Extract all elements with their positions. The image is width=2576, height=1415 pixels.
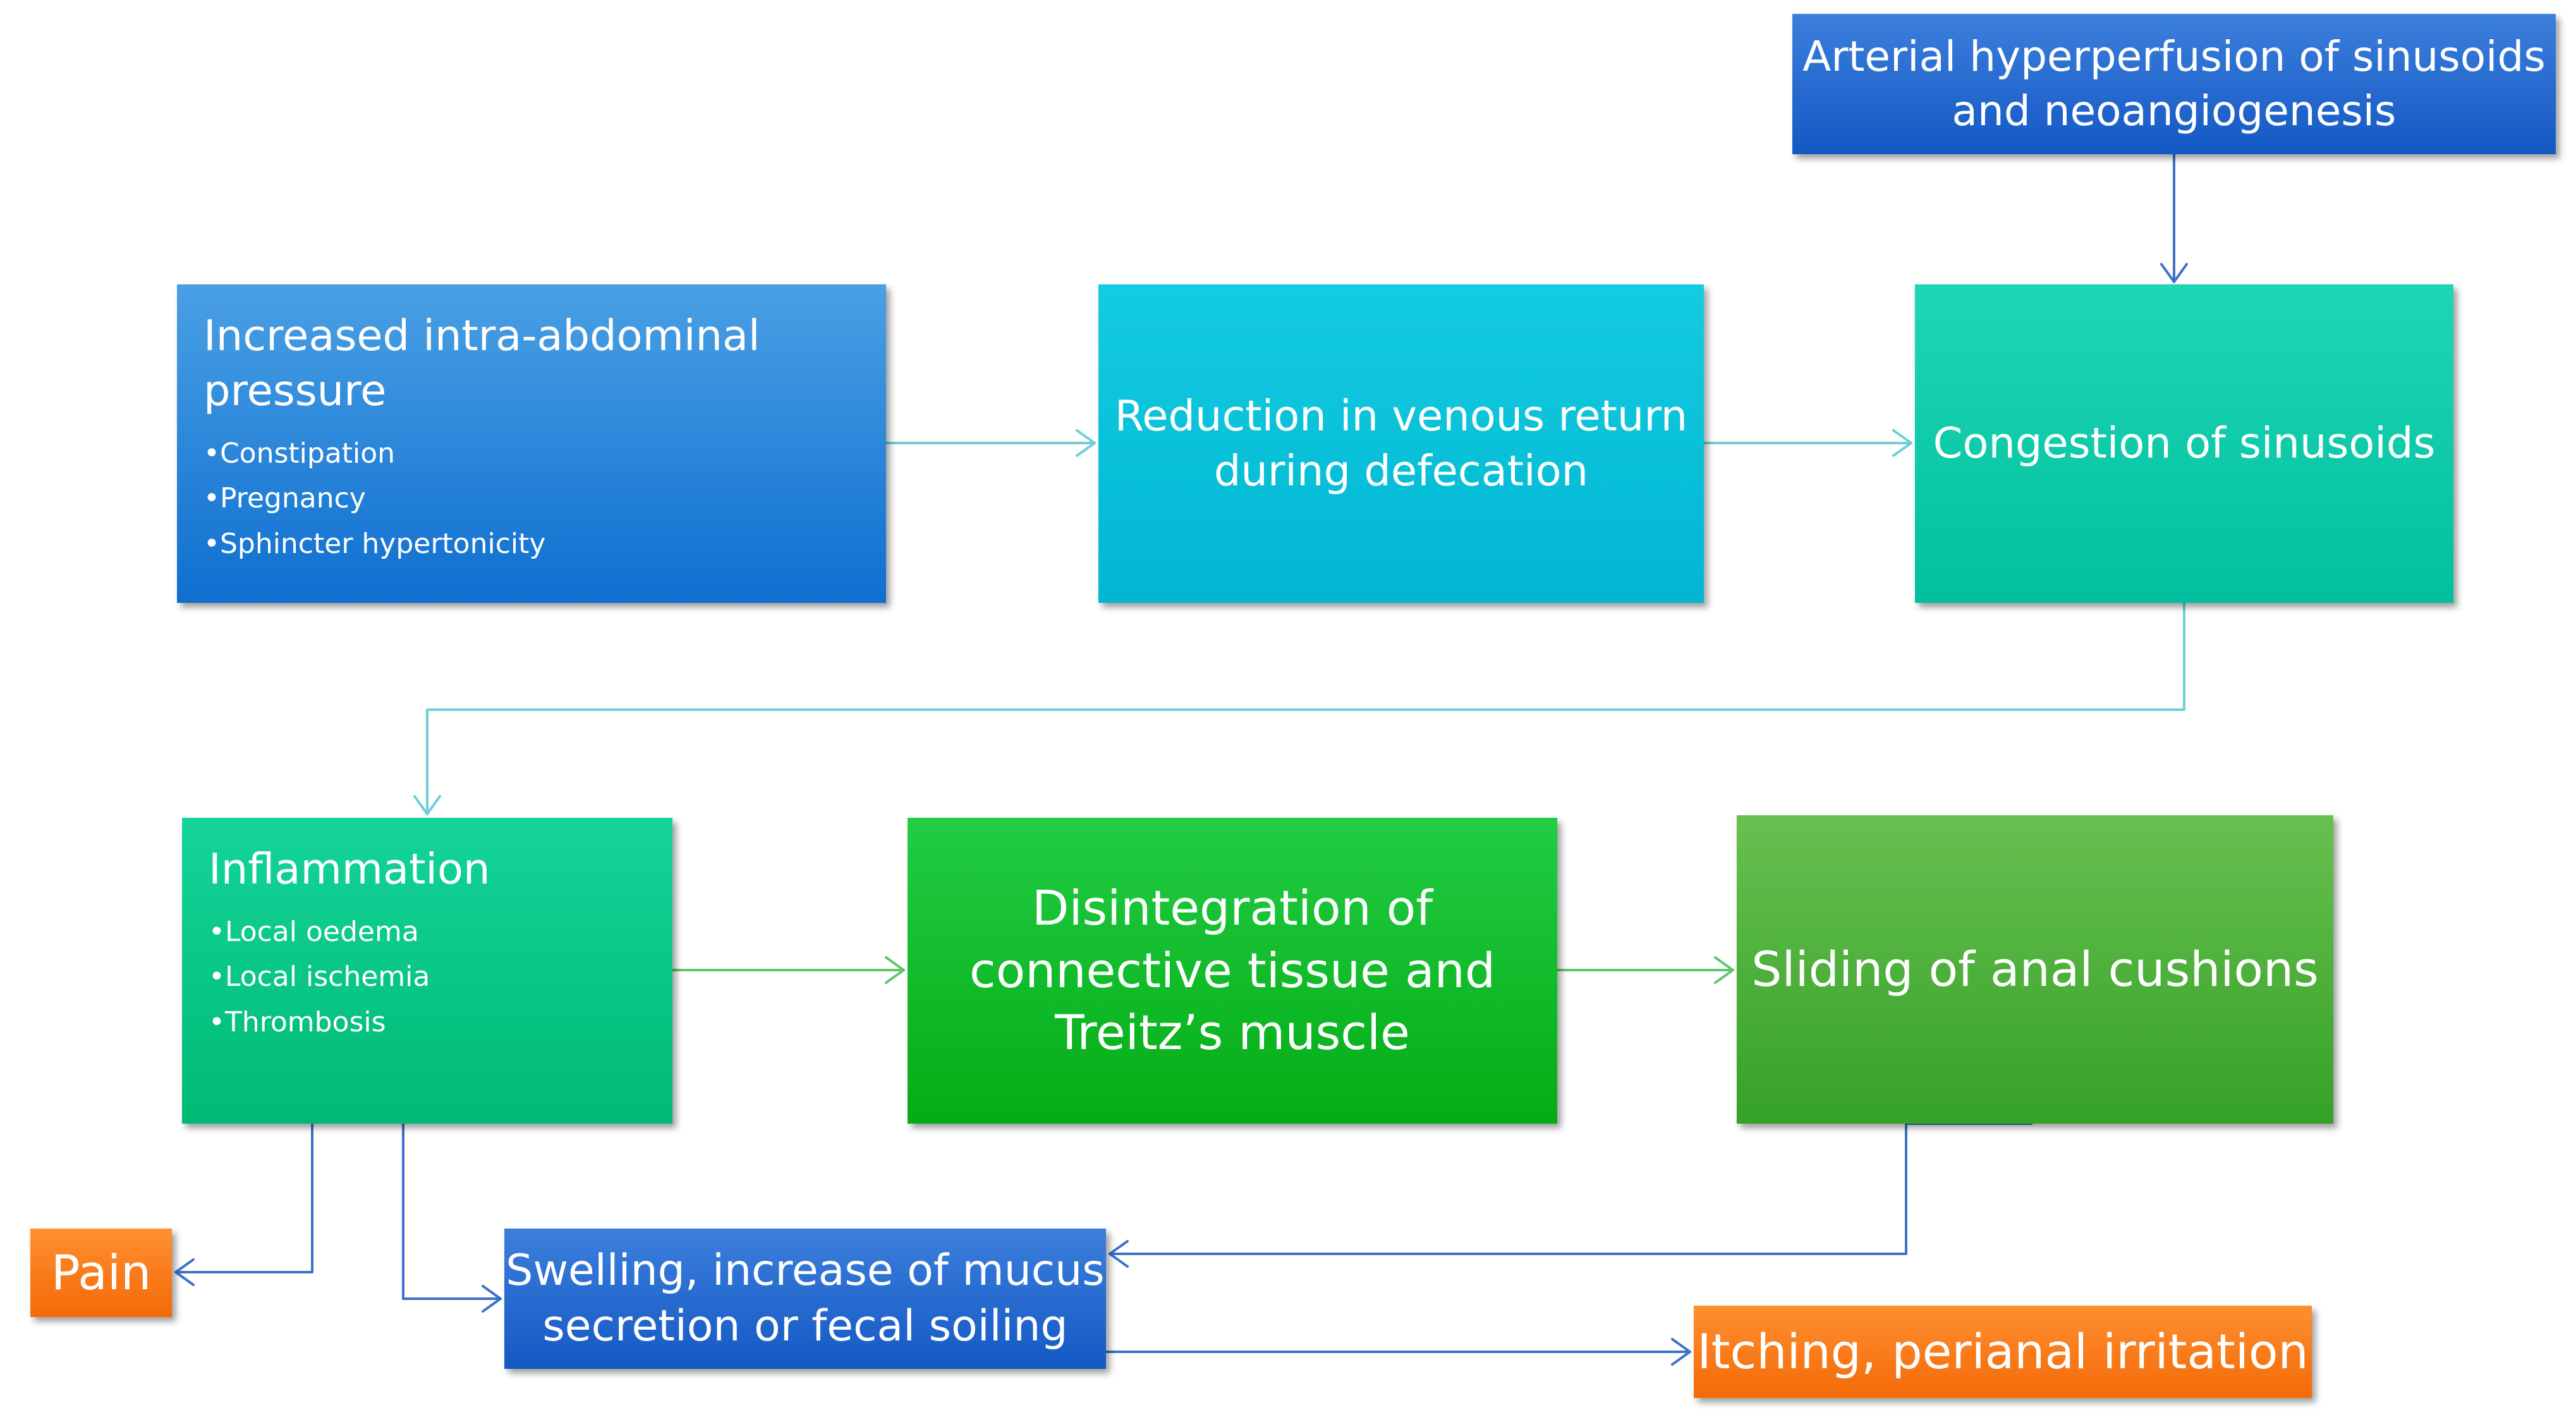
pain-box: Pain [30, 1229, 172, 1317]
itching-box: Itching, perianal irritation [1694, 1306, 2312, 1398]
arrow-congestion-to-inflammation [413, 602, 2185, 815]
venous-return-text: Reduction in venous return during defeca… [1114, 391, 1688, 495]
disintegration-box: Disintegration of connective tissue and … [908, 818, 1557, 1124]
sliding-anal-cushions-text: Sliding of anal cushions [1751, 940, 2319, 997]
cause-sphincter-hypertonicity: •Sphincter hypertonicity [204, 527, 546, 560]
arrow-sliding-to-swelling [1109, 1122, 2032, 1268]
arrow-inflammation-to-disintegration [671, 956, 905, 984]
arrow-inflammation-to-swelling [402, 1122, 502, 1313]
intra-abdominal-pressure-title: Increased intra-abdominal pressure [204, 311, 760, 416]
arrow-swelling-to-itching [1105, 1338, 1691, 1366]
intra-abdominal-pressure-causes: •Constipation •Pregnancy •Sphincter hype… [204, 431, 545, 566]
cause-constipation: •Constipation [204, 437, 396, 470]
intra-abdominal-pressure-box: Increased intra-abdominal pressure •Cons… [177, 284, 886, 603]
arrow-inflammation-to-pain [174, 1122, 313, 1286]
congestion-text: Congestion of sinusoids [1933, 418, 2436, 468]
pain-text: Pain [51, 1244, 152, 1301]
arterial-hyperperfusion-text: Arterial hyperperfusion of sinusoids and… [1802, 32, 2546, 135]
arrow-pressure-to-venous-return [885, 429, 1096, 457]
venous-return-box: Reduction in venous return during defeca… [1098, 284, 1704, 603]
swelling-text: Swelling, increase of mucus secretion or… [506, 1245, 1105, 1351]
cause-pregnancy: •Pregnancy [204, 482, 366, 515]
inflammation-box: Inflammation •Local oedema •Local ischem… [182, 818, 672, 1124]
itching-text: Itching, perianal irritation [1697, 1323, 2309, 1380]
inflammation-effects: •Local oedema •Local ischemia •Thrombosi… [209, 909, 430, 1045]
arrow-disintegration-to-sliding [1556, 956, 1734, 984]
effect-thrombosis: •Thrombosis [209, 1005, 386, 1038]
effect-local-oedema: •Local oedema [209, 916, 419, 949]
inflammation-title: Inflammation [209, 844, 490, 894]
arrow-venous-return-to-congestion [1703, 429, 1912, 457]
sliding-anal-cushions-box: Sliding of anal cushions [1737, 815, 2333, 1124]
arrow-arterial-to-congestion [2160, 153, 2188, 283]
effect-local-ischemia: •Local ischemia [209, 961, 430, 993]
disintegration-text: Disintegration of connective tissue and … [969, 879, 1496, 1061]
congestion-box: Congestion of sinusoids [1915, 284, 2453, 603]
swelling-box: Swelling, increase of mucus secretion or… [504, 1229, 1106, 1369]
arterial-hyperperfusion-box: Arterial hyperperfusion of sinusoids and… [1792, 14, 2556, 154]
